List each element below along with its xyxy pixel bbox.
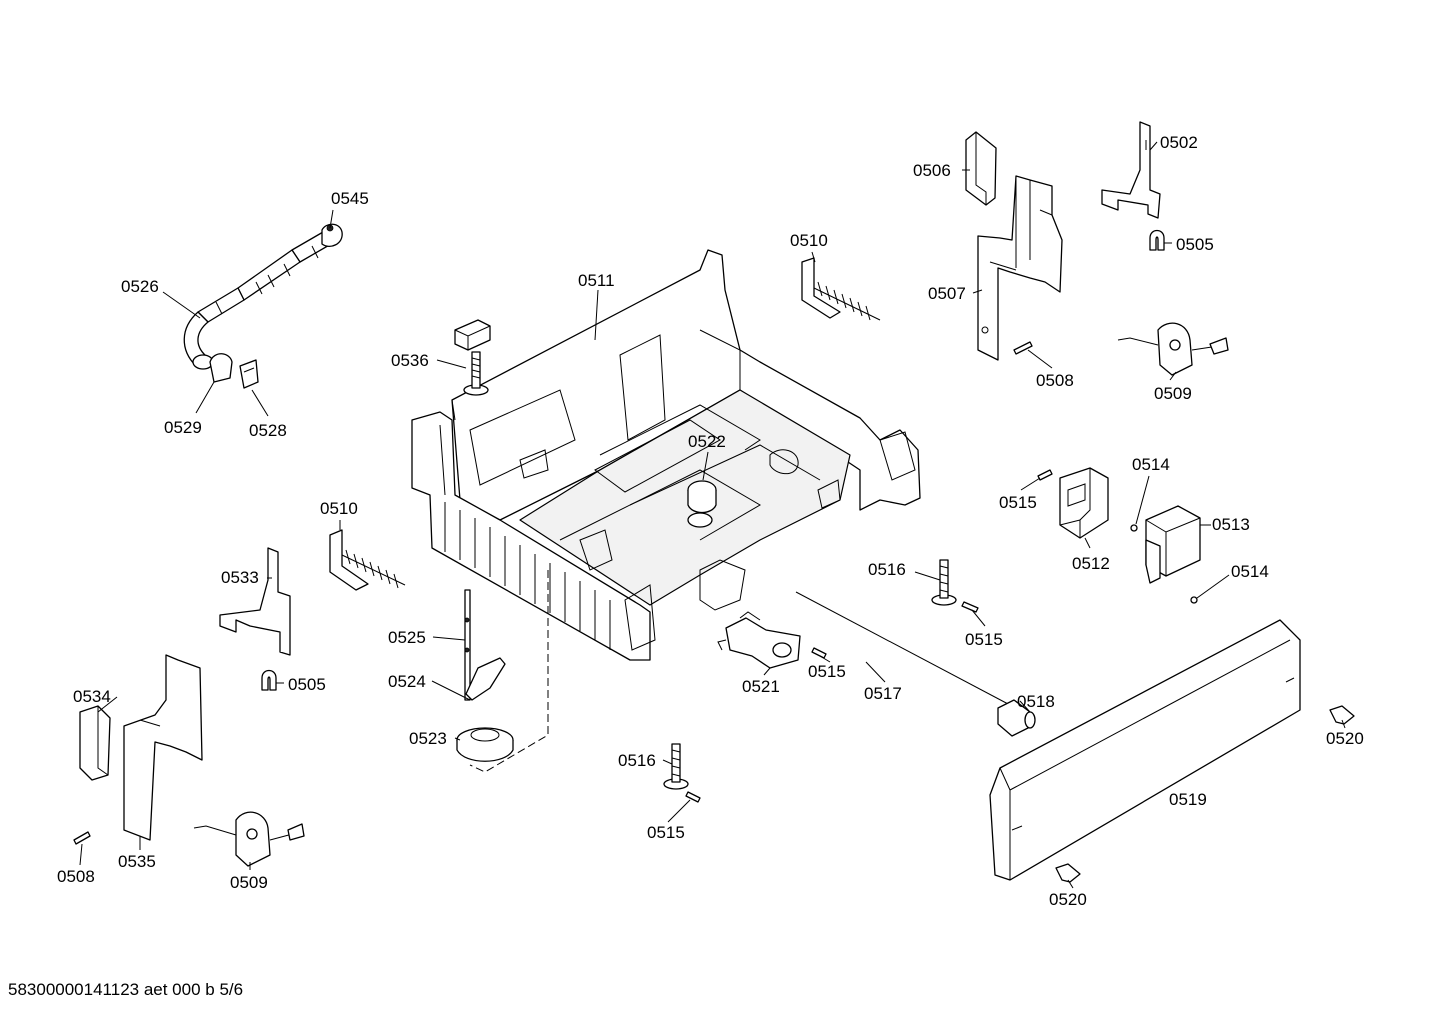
- base-tub-0511: [411, 249, 921, 661]
- label-0515-d: 0515: [647, 823, 685, 842]
- label-0529: 0529: [164, 418, 202, 437]
- rod-0517: [795, 591, 1011, 706]
- label-0535: 0535: [118, 852, 156, 871]
- label-0523: 0523: [409, 729, 447, 748]
- screw-0514-a: [1130, 524, 1138, 532]
- screw-0520-right: [1329, 705, 1355, 725]
- panel-0519: [989, 619, 1301, 881]
- label-0526: 0526: [121, 277, 159, 296]
- label-0505-top: 0505: [1176, 235, 1214, 254]
- bracket-0512: [1059, 467, 1109, 539]
- label-0508-bottom: 0508: [57, 867, 95, 886]
- label-0507: 0507: [928, 284, 966, 303]
- label-0516-bottom: 0516: [618, 751, 656, 770]
- label-0509-top: 0509: [1154, 384, 1192, 403]
- screw-0536: [463, 351, 489, 396]
- label-0510-top: 0510: [790, 231, 828, 250]
- label-0520-right: 0520: [1326, 729, 1364, 748]
- label-0519: 0519: [1169, 790, 1207, 809]
- clip-0505-top: [1149, 229, 1165, 251]
- label-0520-bottom: 0520: [1049, 890, 1087, 909]
- label-0524: 0524: [388, 672, 426, 691]
- float-0523: [456, 727, 514, 762]
- drawing-code: 58300000141123 aet 000 b 5/6: [8, 980, 244, 999]
- cover-0513: [1145, 505, 1201, 584]
- rod-0525: [464, 589, 471, 701]
- label-0515-a: 0515: [999, 493, 1037, 512]
- label-0511: 0511: [578, 271, 615, 290]
- knob-0518: [997, 699, 1036, 737]
- spring-0510-top: [801, 257, 881, 321]
- spring-0510-bottom: [329, 529, 406, 591]
- label-0517: 0517: [864, 684, 902, 703]
- bracket-0533: [219, 547, 291, 656]
- label-0515-c: 0515: [808, 662, 846, 681]
- screw-0516-bottom: [663, 743, 689, 790]
- screw-0515-d: [685, 791, 701, 803]
- label-0534: 0534: [73, 687, 111, 706]
- valve-0521: [717, 611, 801, 669]
- sensor-0509-top: [1117, 322, 1229, 376]
- screw-0515-b: [961, 601, 979, 613]
- label-0509-bottom: 0509: [230, 873, 268, 892]
- label-0521: 0521: [742, 677, 780, 696]
- drain-hose-part: [183, 223, 343, 370]
- label-0512: 0512: [1072, 554, 1110, 573]
- bracket-0535: [123, 654, 203, 841]
- cover-0506: [965, 131, 997, 206]
- screw-0508-bottom: [73, 831, 91, 845]
- label-0514-top: 0514: [1132, 455, 1170, 474]
- label-0508-top: 0508: [1036, 371, 1074, 390]
- label-0536: 0536: [391, 351, 429, 370]
- float-0524: [465, 657, 506, 701]
- screw-0516-top: [931, 559, 957, 606]
- label-0510-bottom: 0510: [320, 499, 358, 518]
- label-0518: 0518: [1017, 692, 1055, 711]
- bracket-0536: [454, 319, 491, 351]
- hose-holder-0528: [239, 359, 259, 389]
- label-0506: 0506: [913, 161, 951, 180]
- label-0513: 0513: [1212, 515, 1250, 534]
- label-0505-bottom: 0505: [288, 675, 326, 694]
- label-0545: 0545: [331, 189, 369, 208]
- screw-0515-c: [811, 647, 827, 659]
- label-0515-b: 0515: [965, 630, 1003, 649]
- leader-lines: [79, 141, 1346, 889]
- label-0516-top: 0516: [868, 560, 906, 579]
- screw-0508-top: [1013, 341, 1033, 355]
- callout-labels: 0502 0505 0505 0506 0507 0508 0508 0509 …: [57, 133, 1364, 909]
- clip-0505-bottom: [261, 669, 277, 691]
- label-0528: 0528: [249, 421, 287, 440]
- label-0522: 0522: [688, 432, 726, 451]
- label-0514-bottom: 0514: [1231, 562, 1269, 581]
- hose-clamp-0529: [209, 353, 233, 383]
- label-0502: 0502: [1160, 133, 1198, 152]
- cover-0534: [79, 705, 111, 781]
- bracket-0507: [977, 175, 1063, 361]
- screw-0514-b: [1190, 596, 1198, 604]
- label-0525: 0525: [388, 628, 426, 647]
- screw-0520-bottom: [1055, 863, 1081, 883]
- sensor-0509-bottom: [193, 811, 305, 867]
- bracket-0502: [1101, 121, 1161, 219]
- assembly-line: [469, 570, 549, 773]
- label-0533: 0533: [221, 568, 259, 587]
